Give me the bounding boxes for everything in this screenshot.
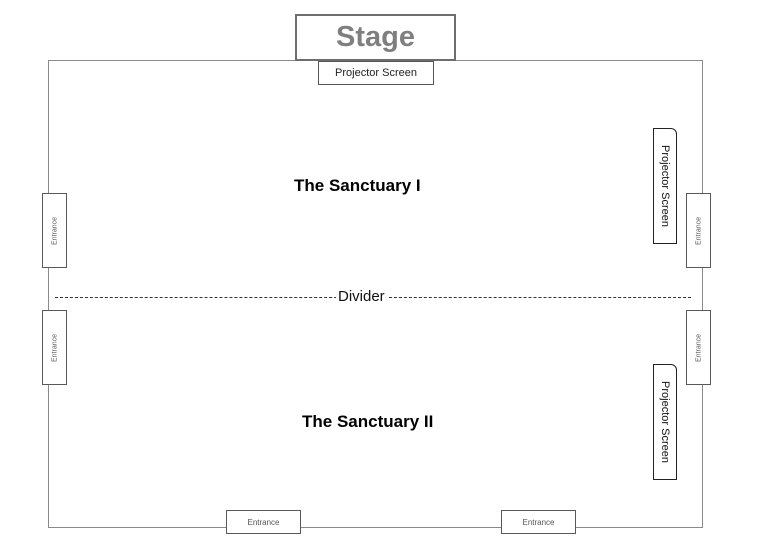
entrance-bottom-right: Entrance [501,510,576,534]
entrance-right-upper-label: Entrance [695,216,702,245]
projector-screen-sanctuary-1-label: Projector Screen [659,145,671,227]
room-label-sanctuary-1: The Sanctuary I [294,176,421,195]
entrance-left-upper-label: Entrance [51,216,58,245]
room-label-sanctuary-2: The Sanctuary II [302,412,434,431]
divider-label: Divider [336,287,387,307]
projector-screen-top: Projector Screen [318,61,434,85]
entrance-left-lower-label: Entrance [51,333,58,362]
entrance-right-lower-label: Entrance [695,333,702,362]
stage: Stage [295,14,456,61]
entrance-left-upper: Entrance [42,193,67,268]
entrance-right-upper: Entrance [686,193,711,268]
projector-screen-sanctuary-2: Projector Screen [653,364,677,480]
entrance-bottom-left-label: Entrance [247,517,280,527]
stage-label: Stage [336,21,415,53]
entrance-left-lower: Entrance [42,310,67,385]
entrance-right-lower: Entrance [686,310,711,385]
projector-screen-sanctuary-2-label: Projector Screen [659,381,671,463]
entrance-bottom-right-label: Entrance [522,517,555,527]
projector-screen-sanctuary-1: Projector Screen [653,128,677,244]
projector-screen-top-label: Projector Screen [335,67,417,79]
entrance-bottom-left: Entrance [226,510,301,534]
